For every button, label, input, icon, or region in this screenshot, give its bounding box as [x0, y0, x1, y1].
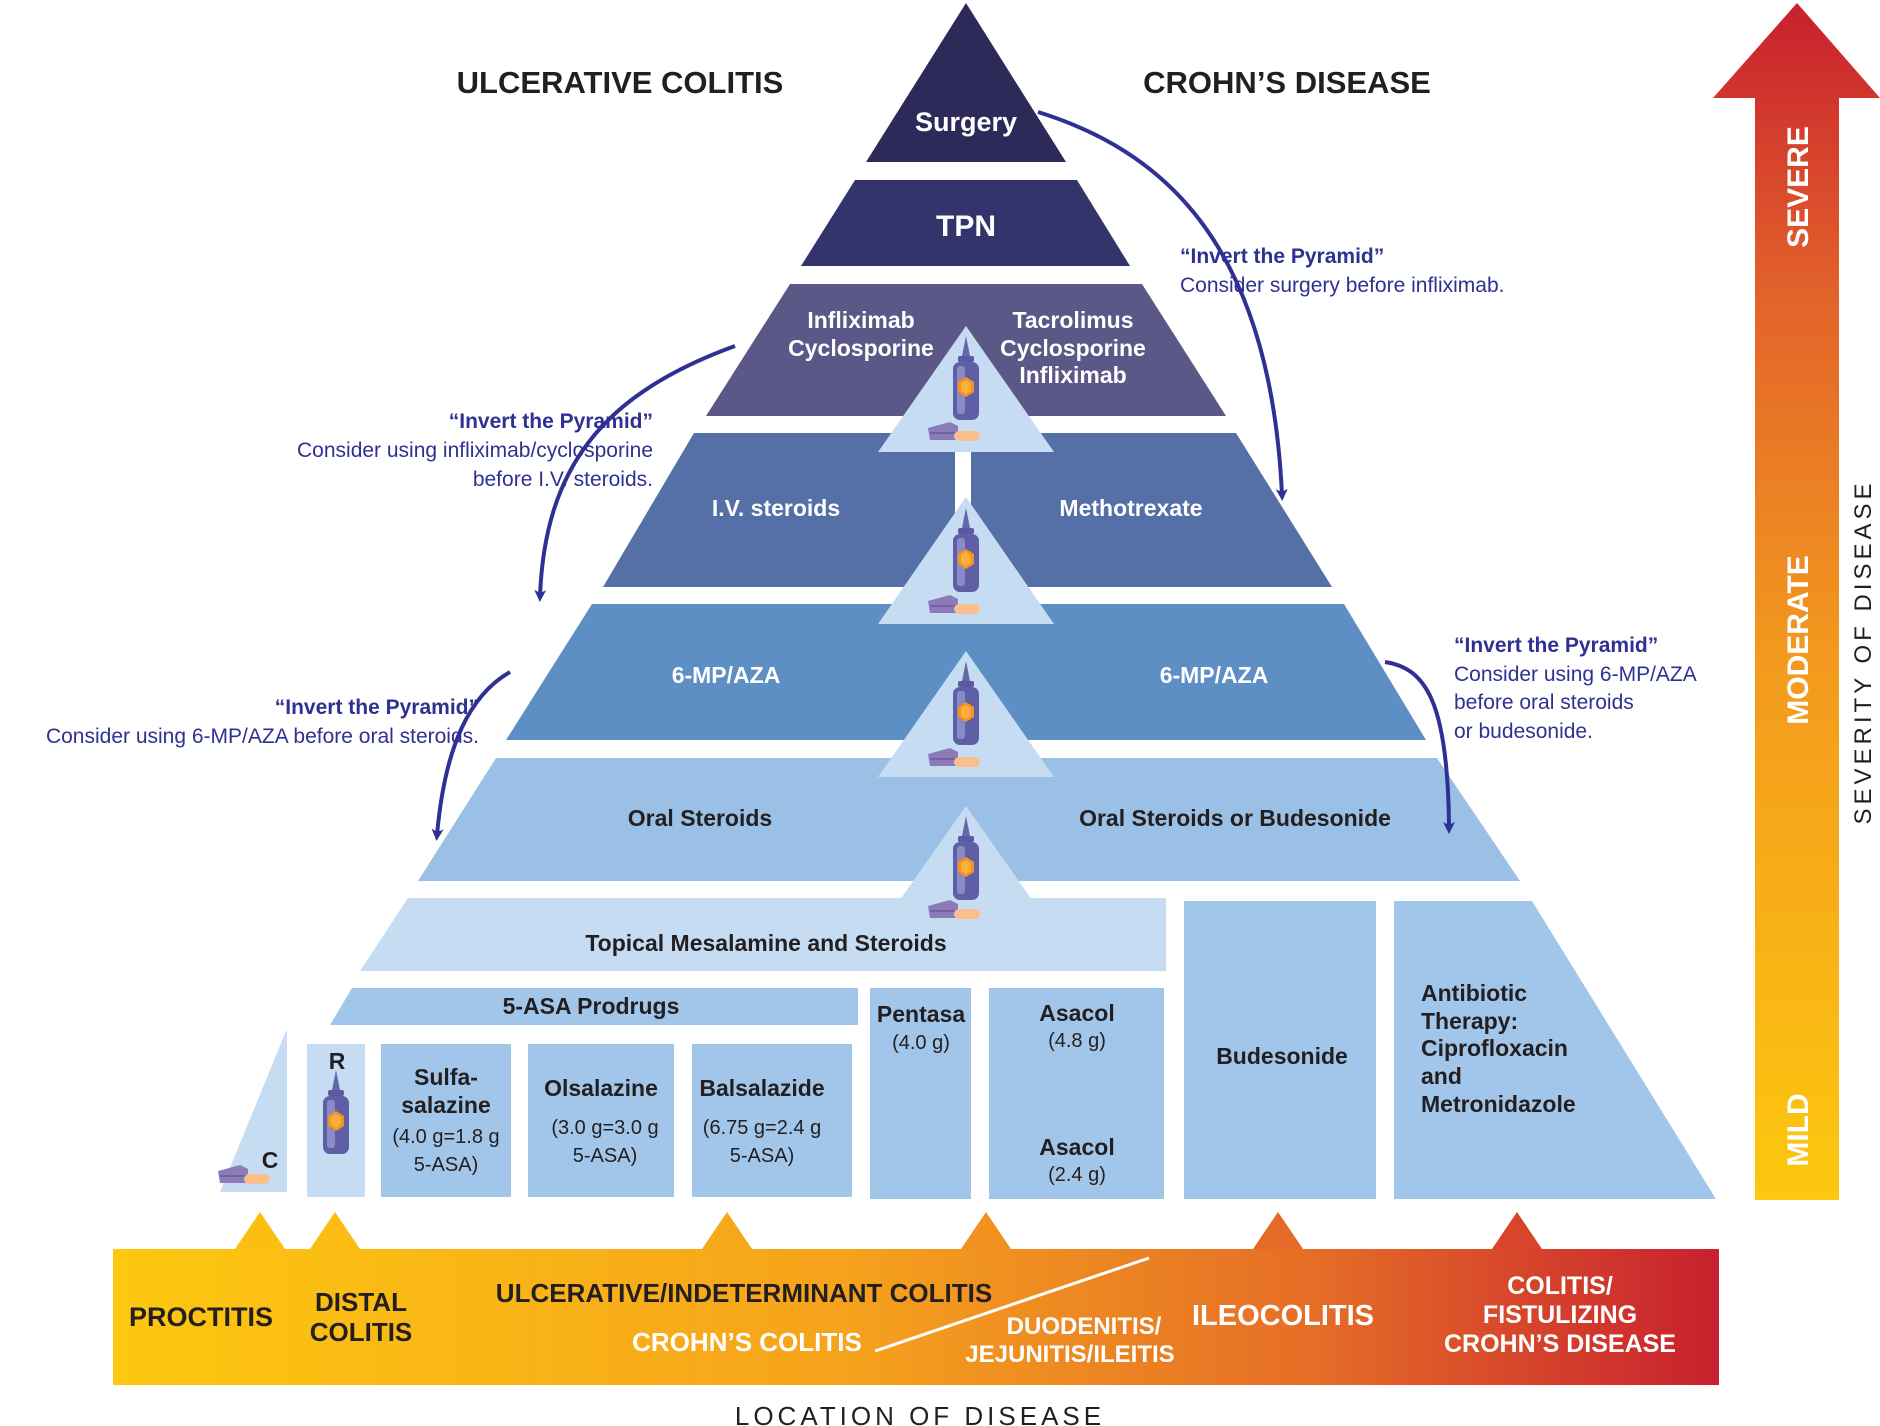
invert-arrow-6mp-cd [1384, 660, 1455, 834]
label-oral-steroids: Oral Steroids [628, 805, 772, 831]
annotation-1-text: Consider surgery before infliximab. [1180, 274, 1504, 297]
bottle-triangle-2 [878, 497, 1054, 624]
location-crohns-colitis: CROHN’S COLITIS [632, 1327, 862, 1357]
budesonide-box [1184, 901, 1376, 1199]
annotation-4-text-2: before oral steroids [1454, 691, 1634, 714]
label-r: R [329, 1048, 346, 1074]
label-6mp-aza-cd: 6-MP/AZA [1160, 662, 1269, 688]
antibiotic-box [1394, 901, 1716, 1199]
invert-arrow-biologic [534, 344, 736, 602]
severity-mild: MILD [1782, 1093, 1815, 1166]
label-iv-steroids: I.V. steroids [712, 495, 840, 521]
location-proctitis: PROCTITIS [129, 1302, 273, 1332]
label-olsalazine: Olsalazine [544, 1075, 658, 1101]
label-infliximab-cd: Infliximab [1019, 362, 1126, 388]
label-antibiotic-5: Metronidazole [1421, 1091, 1576, 1117]
prodrugs-header-block [330, 988, 858, 1025]
label-asacol-high: Asacol [1039, 1000, 1114, 1026]
location-fistulizing-1: COLITIS/ [1507, 1272, 1613, 1300]
label-tpn: TPN [936, 210, 996, 243]
colonic-block [220, 1031, 287, 1192]
annotation-4-title: “Invert the Pyramid” [1454, 634, 1658, 657]
tier-tpn [801, 180, 1130, 266]
dose-pentasa: (4.0 g) [892, 1032, 950, 1054]
label-oral-steroids-budesonide: Oral Steroids or Budesonide [1079, 805, 1391, 831]
bottle-triangle-4 [878, 806, 1054, 931]
label-cyclosporine-uc: Cyclosporine [788, 335, 934, 361]
severity-arrow [1713, 3, 1880, 1200]
label-6mp-aza-uc: 6-MP/AZA [672, 662, 781, 688]
balsalazide-box [692, 1044, 852, 1197]
label-infliximab-uc: Infliximab [807, 307, 914, 333]
bottle-triangle-3 [878, 651, 1054, 777]
label-balsalazide: Balsalazide [699, 1075, 824, 1101]
label-antibiotic-4: and [1421, 1063, 1462, 1089]
invert-arrow-surgery [1037, 110, 1288, 501]
label-topical: Topical Mesalamine and Steroids [585, 930, 946, 956]
location-duodenitis-2: JEJUNITIS/ILEITIS [965, 1341, 1174, 1368]
invert-arrow-6mp-uc [431, 670, 511, 841]
severity-moderate: MODERATE [1782, 555, 1815, 724]
location-pointer-fistulizing [1492, 1212, 1542, 1249]
label-methotrexate: Methotrexate [1059, 495, 1202, 521]
location-pointer-ileocolitis [1253, 1212, 1303, 1249]
location-ileocolitis: ILEOCOLITIS [1192, 1300, 1374, 1332]
annotation-3-text: Consider using 6-MP/AZA before oral ster… [46, 725, 479, 748]
label-antibiotic-1: Antibiotic [1421, 980, 1527, 1006]
label-tacrolimus-cd: Tacrolimus [1013, 307, 1134, 333]
annotation-1-title: “Invert the Pyramid” [1180, 245, 1384, 268]
header-crohns-disease: CROHN’S DISEASE [1143, 65, 1431, 100]
annotation-4-text-1: Consider using 6-MP/AZA [1454, 663, 1697, 686]
dose-sulfasalazine-2: 5-ASA) [414, 1154, 478, 1176]
header-ulcerative-colitis: ULCERATIVE COLITIS [457, 65, 784, 100]
label-prodrugs: 5-ASA Prodrugs [503, 993, 680, 1019]
severity-severe: SEVERE [1782, 126, 1815, 248]
label-sulfasalazine-1: Sulfa- [414, 1064, 478, 1090]
sulfasalazine-box [381, 1044, 511, 1197]
label-surgery: Surgery [915, 107, 1017, 137]
location-distal-1: DISTAL [315, 1287, 407, 1317]
location-pointer-duodenitis [961, 1212, 1011, 1249]
annotation-2-text-2: before I.V. steroids. [473, 468, 653, 491]
pentasa-box [870, 988, 971, 1199]
location-duodenitis-1: DUODENITIS/ [1007, 1313, 1162, 1340]
label-antibiotic-3: Ciprofloxacin [1421, 1035, 1568, 1061]
severity-axis-label: SEVERITY OF DISEASE [1850, 480, 1877, 825]
location-fistulizing-2: FISTULIZING [1483, 1301, 1637, 1329]
dose-olsalazine-1: (3.0 g=3.0 g [551, 1117, 658, 1139]
location-bar [113, 1249, 1719, 1385]
location-pointer-distal [310, 1212, 360, 1249]
label-budesonide: Budesonide [1216, 1043, 1348, 1069]
label-c: C [262, 1147, 279, 1173]
location-ulcerative: ULCERATIVE/INDETERMINANT COLITIS [496, 1278, 992, 1308]
location-axis-label: LOCATION OF DISEASE [735, 1401, 1105, 1426]
location-pointer-uc [702, 1212, 752, 1249]
label-cyclosporine-cd: Cyclosporine [1000, 335, 1146, 361]
dose-asacol-low: (2.4 g) [1048, 1164, 1106, 1186]
dose-sulfasalazine-1: (4.0 g=1.8 g [392, 1126, 499, 1148]
annotation-4-text-3: or budesonide. [1454, 720, 1593, 743]
dose-olsalazine-2: 5-ASA) [573, 1145, 637, 1167]
bottle-triangle-1 [878, 326, 1054, 452]
dose-balsalazide-1: (6.75 g=2.4 g [703, 1117, 821, 1139]
label-pentasa: Pentasa [877, 1001, 965, 1027]
location-pointer-proctitis [235, 1212, 285, 1249]
location-distal-2: COLITIS [310, 1317, 413, 1347]
dose-balsalazide-2: 5-ASA) [730, 1145, 794, 1167]
label-antibiotic-2: Therapy: [1421, 1008, 1518, 1034]
annotation-3-title: “Invert the Pyramid” [275, 696, 479, 719]
label-sulfasalazine-2: salazine [401, 1092, 491, 1118]
olsalazine-box [528, 1044, 674, 1197]
uc-crohns-divider [874, 1256, 1150, 1353]
label-asacol-low: Asacol [1039, 1134, 1114, 1160]
annotation-2-text-1: Consider using infliximab/cyclosporine [297, 439, 653, 462]
location-fistulizing-3: CROHN’S DISEASE [1444, 1330, 1676, 1358]
dose-asacol-high: (4.8 g) [1048, 1030, 1106, 1052]
asacol-box [989, 988, 1164, 1199]
tier-surgery [866, 3, 1066, 162]
annotation-2-title: “Invert the Pyramid” [449, 410, 653, 433]
